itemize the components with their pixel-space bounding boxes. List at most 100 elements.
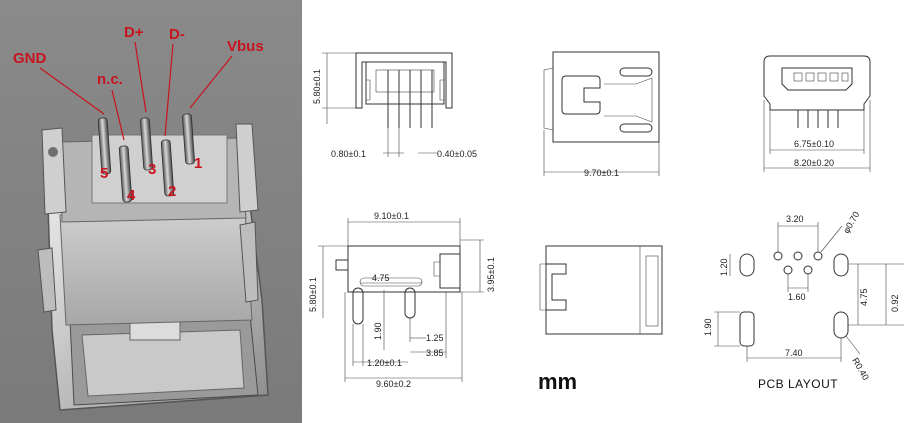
pcb-hole-3 (813, 251, 823, 261)
pcb-edge-offset-label: 0.92 (890, 294, 900, 312)
side-rear-length-label: 3.85 (426, 348, 444, 358)
pcb-corner-radius-label: R0.40 (850, 356, 871, 382)
shield-tab-right (235, 123, 259, 213)
side-view-latch (433, 261, 441, 277)
side-height-label: 5.80±0.1 (308, 277, 318, 312)
pcb-pad-top-right (833, 253, 849, 277)
side-view: 9.10±0.1 5.80±0.1 3.95±0.1 4.75 1.90 1.2… (308, 211, 496, 389)
bottom-view-right-panel (645, 255, 659, 327)
side-inner-length-label: 4.75 (372, 273, 390, 283)
pin-label-nc: n.c. (97, 71, 123, 88)
front-view-pins (387, 70, 433, 128)
front-view-flange (366, 79, 444, 101)
connector-receptacle-opening (81, 329, 245, 397)
pcb-pad-top-left (739, 253, 755, 277)
unit-label: mm (538, 369, 577, 394)
pcb-hole-dia-label: φ0.70 (841, 210, 861, 235)
front-view-body (365, 61, 445, 105)
top-view: 9.70±0.1 (543, 51, 660, 178)
bottom-view (539, 245, 663, 335)
pcb-radius-leader (845, 335, 861, 355)
pcb-pad-bottom-left (739, 311, 755, 347)
pcb-pad-bottom-right (833, 311, 849, 339)
pin-2 (160, 139, 175, 197)
front-pitch-label: 0.80±0.1 (331, 149, 366, 159)
pcb-hole-2 (793, 251, 803, 261)
pin-block (91, 134, 228, 204)
shield-tab-left-hole (48, 147, 58, 157)
end-view-socket (781, 67, 853, 91)
side-view-upper-bracket (335, 259, 348, 271)
pcb-pitch-label: 1.60 (788, 292, 806, 302)
pin-5 (97, 117, 112, 175)
top-view-contact-arm (604, 77, 653, 123)
bottom-view-inner (539, 263, 546, 311)
side-right-height-label: 3.95±0.1 (486, 257, 496, 292)
pins (97, 113, 195, 203)
front-height-label: 5.80±0.1 (312, 69, 322, 104)
shield-leg-right (239, 221, 259, 303)
pcb-hole-4 (783, 265, 793, 275)
front-view: 5.80±0.1 0.80±0.1 0.40±0.05 (312, 52, 477, 159)
top-view-latch-upper (619, 67, 653, 77)
connector-top-shell (59, 209, 253, 326)
pin-3 (139, 117, 153, 171)
side-total-length-label: 9.60±0.2 (376, 379, 411, 389)
side-top-length-label: 9.10±0.1 (374, 211, 409, 221)
top-view-tongue (561, 75, 601, 115)
side-peg-offset-label: 1.25 (426, 333, 444, 343)
side-peg-width-label: 1.20±0.1 (367, 358, 402, 368)
leader-vbus (189, 55, 233, 109)
pin-number-4: 4 (127, 187, 136, 204)
technical-drawings: 5.80±0.1 0.80±0.1 0.40±0.05 9.70±0.1 (308, 51, 904, 394)
pcb-layout-caption: PCB LAYOUT (758, 377, 838, 391)
pin-number-3: 3 (148, 161, 156, 178)
pcb-pin-span-label: 3.20 (786, 214, 804, 224)
pin-label-vbus: Vbus (227, 38, 264, 55)
pcb-lower-pad-height-label: 1.90 (703, 318, 713, 336)
top-view-outline (552, 51, 660, 143)
pin-number-1: 1 (194, 155, 202, 172)
top-view-left-lip (543, 67, 554, 131)
side-view-body (347, 245, 461, 293)
pin-label-gnd: GND (13, 50, 47, 67)
pin-number-5: 5 (100, 165, 108, 182)
end-inner-width-label: 6.75±0.10 (794, 139, 834, 149)
end-view-pins (797, 110, 839, 128)
end-outer-width-label: 8.20±0.20 (794, 158, 834, 168)
leader-gnd (39, 67, 105, 115)
leader-dminus (164, 43, 174, 137)
pin-number-2: 2 (168, 183, 176, 200)
leader-nc (111, 89, 125, 141)
front-pin-width-label: 0.40±0.05 (437, 149, 477, 159)
end-view-contacts (793, 72, 849, 82)
pcb-hole-1 (773, 251, 783, 261)
end-view-shell (763, 55, 871, 111)
side-view-inner-slot (359, 277, 423, 287)
front-view-slot (375, 69, 435, 93)
side-view-left-peg (352, 287, 364, 325)
pcb-hole-dia-leader (820, 225, 843, 253)
bottom-view-tongue (546, 263, 567, 311)
pcb-pad-span-label: 7.40 (785, 348, 803, 358)
pin-label-dminus: D- (169, 26, 185, 43)
side-peg-height-label: 1.90 (373, 322, 383, 340)
leader-dplus (134, 41, 147, 113)
pcb-layout: 3.20 φ0.70 1.20 1.60 4.75 0.92 1.90 7.40 (703, 210, 904, 391)
front-view-outline (355, 52, 453, 109)
top-length-label: 9.70±0.1 (584, 168, 619, 178)
pin-label-dplus: D+ (124, 24, 144, 41)
top-view-latch-lower (619, 123, 653, 133)
pin-1 (182, 113, 195, 165)
pcb-pad-height-label: 1.20 (719, 258, 729, 276)
pin-label-leaders (39, 41, 233, 141)
shield-tab-left (41, 127, 67, 215)
side-view-right-block (439, 253, 461, 289)
pcb-pad-offset-label: 4.75 (859, 288, 869, 306)
bottom-view-outline (545, 245, 663, 335)
pcb-hole-5 (803, 265, 813, 275)
pin-4 (118, 145, 133, 203)
shield-leg-left (37, 247, 57, 313)
end-view: 6.75±0.10 8.20±0.20 (763, 55, 871, 172)
